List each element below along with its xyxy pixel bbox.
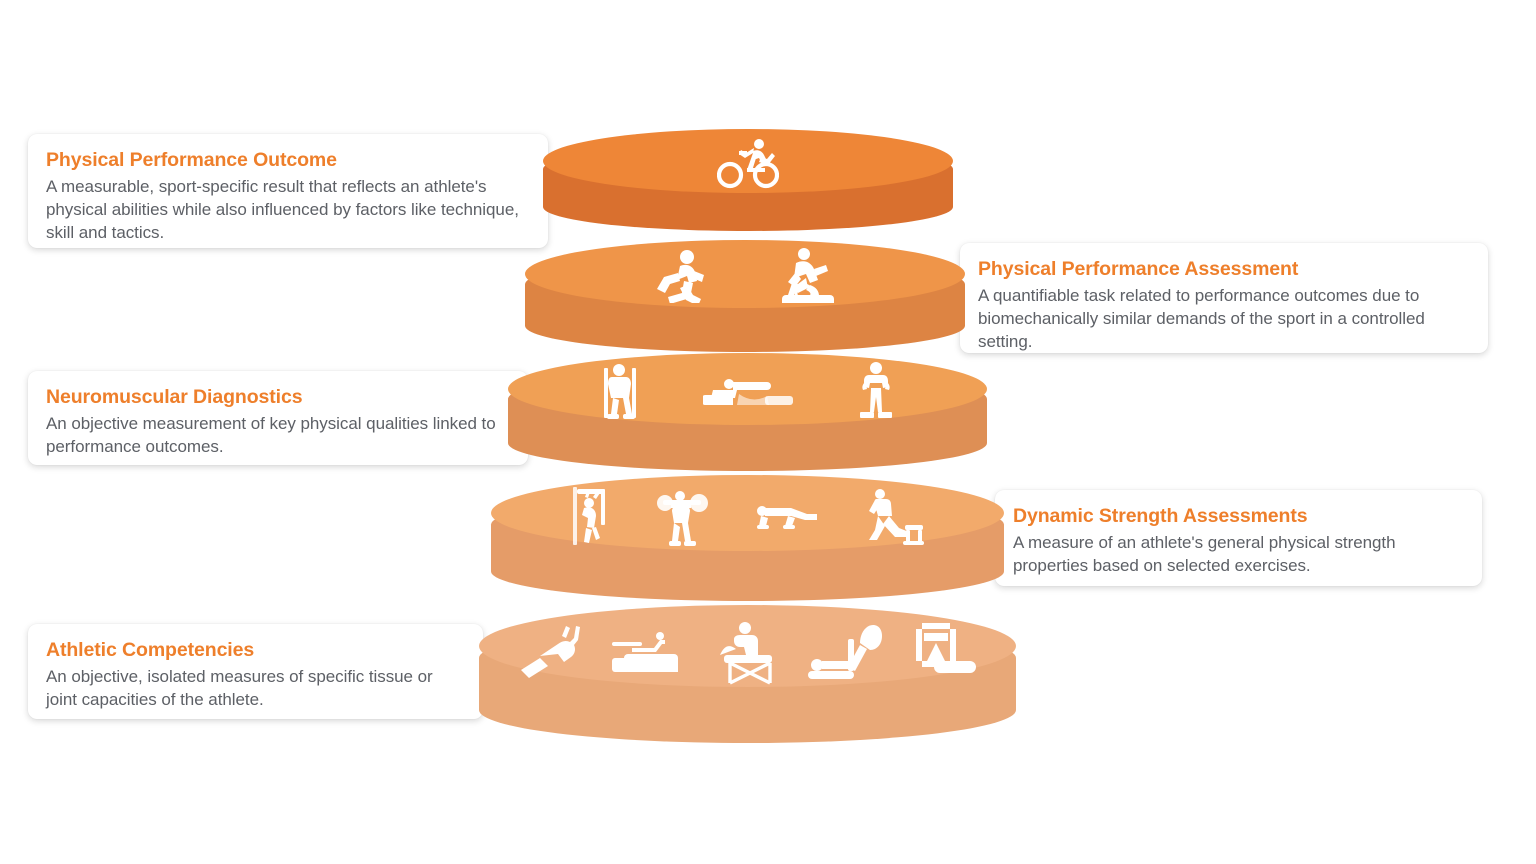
card-athletic-competencies[interactable]: Athletic Competencies An objective, isol… (28, 624, 483, 719)
card-physical-performance-assessment[interactable]: Physical Performance Assessment A quanti… (960, 243, 1488, 353)
disc-physical-performance-assessment[interactable] (525, 240, 965, 358)
disc-athletic-competencies[interactable] (479, 605, 1016, 753)
card-title: Physical Performance Assessment (978, 258, 1299, 280)
card-description: An objective, isolated measures of speci… (46, 667, 433, 709)
disc-physical-performance-outcome[interactable] (543, 129, 953, 237)
disc-top (491, 475, 1004, 551)
disc-top (508, 353, 987, 425)
card-neuromuscular-diagnostics[interactable]: Neuromuscular Diagnostics An objective m… (28, 371, 528, 465)
card-description: A measure of an athlete's general physic… (1013, 533, 1396, 575)
disc-dynamic-strength-assessments[interactable] (491, 475, 1004, 611)
card-title: Dynamic Strength Assessments (1013, 505, 1308, 527)
disc-top (479, 605, 1016, 687)
disc-top (525, 240, 965, 308)
card-dynamic-strength-assessments[interactable]: Dynamic Strength Assessments A measure o… (995, 490, 1482, 586)
card-description: A quantifiable task related to performan… (978, 286, 1425, 351)
card-title: Physical Performance Outcome (46, 149, 337, 171)
card-description: An objective measurement of key physical… (46, 414, 496, 456)
card-physical-performance-outcome[interactable]: Physical Performance Outcome A measurabl… (28, 134, 548, 248)
disc-neuromuscular-diagnostics[interactable] (508, 353, 987, 479)
disc-top (543, 129, 953, 193)
card-title: Athletic Competencies (46, 639, 255, 661)
card-title: Neuromuscular Diagnostics (46, 386, 303, 408)
card-description: A measurable, sport-specific result that… (46, 177, 519, 242)
